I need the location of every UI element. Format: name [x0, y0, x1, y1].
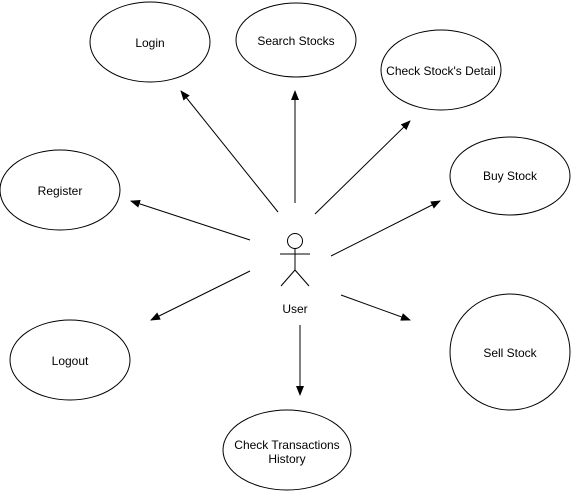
- arrow-to-login: [180, 90, 279, 213]
- use-case-sell-stock-label: Sell Stock: [483, 346, 537, 360]
- use-case-check-stock-detail[interactable]: Check Stock's Detail: [380, 29, 502, 111]
- arrow-to-check-stock-detail: [314, 120, 411, 215]
- arrow-to-logout: [150, 270, 251, 321]
- use-case-check-transactions-label-line2: History: [268, 452, 305, 466]
- actor-user[interactable]: User: [280, 233, 310, 317]
- use-case-check-transactions-history[interactable]: Check Transactions History: [222, 409, 352, 491]
- use-case-register-label: Register: [38, 184, 83, 198]
- actor-left-leg: [280, 269, 296, 287]
- use-case-sell-stock[interactable]: Sell Stock: [449, 293, 571, 411]
- use-case-search-stocks-label: Search Stocks: [257, 34, 334, 48]
- use-case-login-label: Login: [135, 36, 164, 50]
- actor-head: [287, 233, 303, 249]
- actor-user-label: User: [282, 302, 307, 316]
- use-case-login[interactable]: Login: [89, 1, 211, 83]
- use-case-check-stock-detail-label: Check Stock's Detail: [386, 64, 496, 78]
- use-case-buy-stock-label: Buy Stock: [483, 169, 538, 183]
- use-case-logout-label: Logout: [52, 354, 89, 368]
- use-case-check-transactions-label-line1: Check Transactions: [234, 438, 339, 452]
- actor-right-leg: [294, 269, 310, 287]
- use-case-logout[interactable]: Logout: [9, 319, 131, 401]
- arrow-to-register: [130, 200, 251, 241]
- use-case-register[interactable]: Register: [0, 149, 121, 231]
- arrow-to-buy-stock: [330, 200, 441, 257]
- arrow-to-sell-stock: [340, 294, 411, 321]
- use-case-search-stocks[interactable]: Search Stocks: [235, 2, 357, 78]
- use-case-buy-stock[interactable]: Buy Stock: [449, 136, 571, 216]
